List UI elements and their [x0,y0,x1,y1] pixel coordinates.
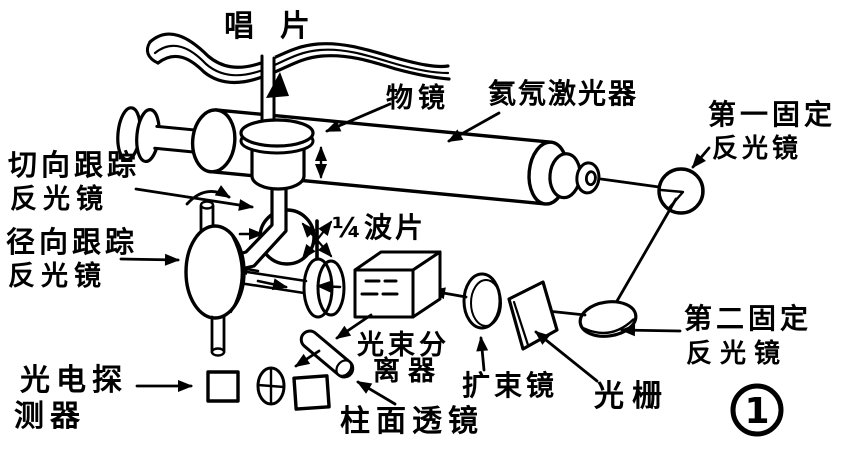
mirror1-pointer-arrow [691,146,711,169]
objective-lens-assembly [239,118,315,191]
figure-number-text: 1 [744,391,769,432]
beam-cube-to-detector-upper [335,313,373,340]
disc-label: 唱片 [224,9,336,44]
objective-pointer-arrow [325,102,392,133]
waveplate-label: ¼波片 [332,211,426,244]
mirror2-label-line1: 第二固定 [684,302,812,335]
mirror1-label-line1: 第一固定 [708,98,836,131]
laser-pointer-arrow [447,111,501,143]
cylindrical-lens-label: 柱面透镜 [340,404,484,439]
figure-number-badge: 1 [730,383,784,437]
beam-cube-to-detector-lower [294,349,321,368]
first-fixed-mirror-drawing [657,167,705,215]
grating-pointer-arrow [534,330,599,383]
quadrant-detector [256,366,286,406]
grating-label: 光栅 [594,379,670,414]
beam-expander-lens [462,272,502,330]
radial-label-line2: 反光镜 [8,261,107,292]
radial-pointer-arrow [119,253,180,266]
detector-label-line2: 测器 [14,399,86,434]
splitter-label-line2: 离器 [373,355,443,387]
laser-label: 氦氖激光器 [488,77,638,110]
mirror2-pointer-arrow [620,324,682,337]
photodetector-square-left [206,370,240,403]
expander-label: 扩束镜 [462,369,558,402]
beam-laser-to-mirror1 [599,177,661,189]
quarter-wave-plate-marker [301,219,333,261]
cylindrical-lens-rod [299,329,355,379]
record-disc-drawing [145,32,451,85]
spindle-shaft [260,54,289,129]
photodetector-square-right [292,374,331,411]
tangential-label-line2: 反光镜 [10,184,109,215]
relay-lens [302,257,346,319]
radial-tracking-mirror-drawing [184,200,246,357]
mirror1-label-line2: 反光镜 [712,133,802,164]
grating-plate [507,280,559,351]
cylindrical-lens-pointer-arrow [356,380,397,406]
splitter-label-line1: 光束分 [356,330,450,361]
second-fixed-mirror-drawing [578,300,638,338]
mirror2-label-line2: 反光镜 [686,338,788,369]
radial-label-line1: 径向跟踪 [6,225,138,259]
expander-pointer-arrow [476,336,489,372]
beam-mirror1-to-mirror2 [615,197,678,303]
detector-label-line1: 光电探 [20,363,128,398]
rotation-curved-arrow [185,185,231,206]
tangential-label-line1: 切向跟踪 [8,148,140,182]
beam-splitter-cube [353,250,442,319]
objective-label: 物镜 [386,83,450,114]
shaft-wedge [266,72,289,98]
